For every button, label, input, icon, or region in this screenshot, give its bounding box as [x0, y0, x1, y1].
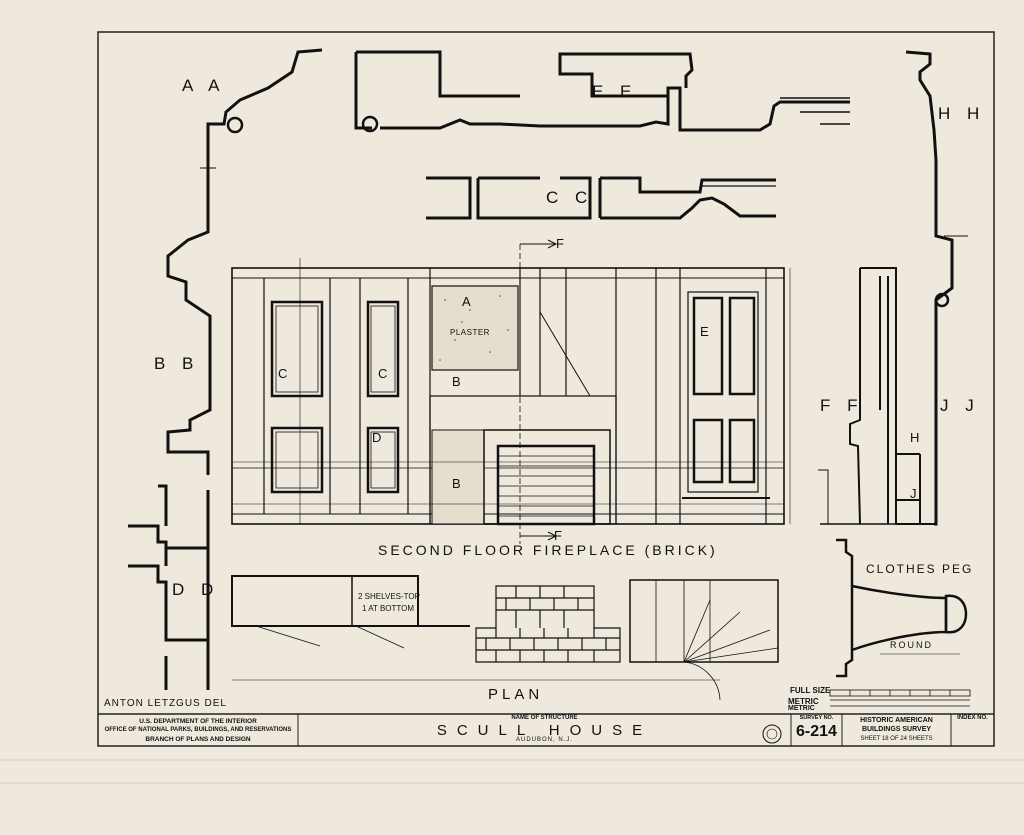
section-label-dd: D D [172, 580, 220, 599]
hh-molding-profile [905, 50, 954, 526]
round-label: ROUND [890, 640, 933, 650]
dept-line-3: BRANCH OF PLANS AND DESIGN [145, 736, 251, 743]
scale-bar [829, 689, 971, 707]
shelves-top-note: 2 SHELVES-TOP [358, 592, 420, 601]
label-a: A [462, 294, 472, 309]
dept-line-2: OFFICE OF NATIONAL PARKS, BUILDINGS, AND… [104, 727, 292, 733]
section-label-jj: J J [940, 396, 980, 415]
aa-molding-profile [166, 48, 323, 475]
label-b-lower: B [452, 476, 462, 491]
label-b-upper: B [452, 374, 462, 389]
label-e: E [700, 324, 710, 339]
label-j: J [910, 486, 918, 501]
cc-molding-profile [426, 176, 776, 220]
plan-stair [629, 579, 779, 663]
survey-seal [762, 724, 782, 744]
section-label-bb: B B [154, 354, 200, 373]
label-c-left: C [278, 366, 289, 381]
delineator: ANTON LETZGUS DEL [104, 698, 227, 709]
section-label-ff: F F [820, 396, 864, 415]
scale-full-size: FULL SIZE [790, 686, 831, 695]
ee-molding-profile [354, 50, 850, 132]
sheet-number: SHEET 18 OF 24 SHEETS [860, 736, 933, 742]
section-label-aa: A A [182, 76, 226, 95]
dd-molding-profile [128, 490, 210, 690]
sheet-border [97, 31, 995, 747]
section-label-hh: H H [938, 104, 986, 123]
label-h: H [910, 430, 921, 445]
habs-line-1: HISTORIC AMERICAN [860, 717, 933, 724]
elevation-title: SECOND FLOOR FIREPLACE (BRICK) [378, 542, 718, 558]
ff-jj-side-section [849, 267, 934, 525]
section-label-ee: E E [592, 82, 638, 101]
scale-metric-1: METRIC [788, 697, 819, 706]
plan-brick-chimney [475, 585, 621, 663]
habs-line-2: BUILDINGS SURVEY [861, 726, 932, 733]
clothes-peg-title: CLOTHES PEG [866, 562, 974, 576]
plan-title: PLAN [488, 686, 544, 703]
structure-name: SCULL HOUSE [436, 722, 653, 739]
section-label-cc: C C [546, 188, 594, 207]
label-f-top: F [556, 236, 565, 251]
label-d: D [372, 430, 383, 445]
survey-no-label: SURVEY NO. [799, 715, 834, 721]
name-of-structure-label: NAME OF STRUCTURE [511, 715, 578, 721]
plaster-panel [431, 285, 519, 371]
index-no-label: INDEX NO. [957, 715, 988, 721]
dept-line-1: U.S. DEPARTMENT OF THE INTERIOR [139, 718, 257, 725]
structure-location: AUDUBON, N.J. [515, 737, 573, 743]
plan-cupboard [231, 575, 419, 627]
scale-metric-2: METRIC [788, 705, 815, 712]
label-f-bottom: F [554, 528, 563, 543]
survey-number: 6-214 [796, 723, 837, 740]
label-c-right: C [378, 366, 389, 381]
clothes-peg-drawing [836, 538, 948, 678]
label-plaster: PLASTER [450, 328, 490, 337]
shelves-bottom-note: 1 AT BOTTOM [362, 604, 415, 613]
